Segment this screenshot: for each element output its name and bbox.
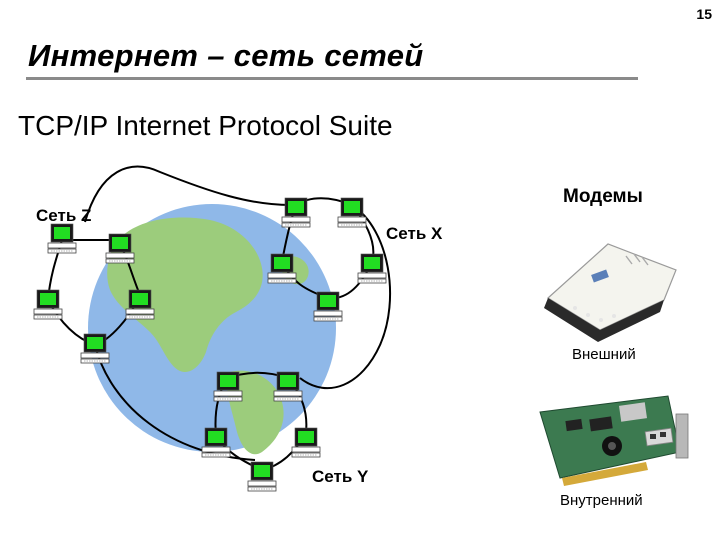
external-modem-caption: Внешний (572, 346, 636, 363)
slide-title: Интернет – сеть сетей (28, 38, 424, 73)
computer-icon (273, 371, 303, 402)
computer-icon (213, 371, 243, 402)
north-america-land (107, 217, 263, 372)
network-z-label: Сеть Z (36, 206, 92, 225)
network-y-label: Сеть Y (312, 467, 369, 486)
page-number: 15 (696, 6, 712, 22)
computer-icon (125, 289, 155, 320)
computer-icon (247, 461, 277, 492)
computer-icon (281, 197, 311, 228)
computer-icon (313, 291, 343, 322)
title-rule (26, 77, 638, 80)
computer-icon (33, 289, 63, 320)
computer-icon (47, 223, 77, 254)
modems-heading: Модемы (563, 186, 643, 207)
external-modem-icon (544, 243, 677, 342)
computer-icon (291, 427, 321, 458)
computer-icon (201, 427, 231, 458)
computer-icon (337, 197, 367, 228)
subtitle: TCP/IP Internet Protocol Suite (18, 110, 393, 141)
internal-modem-caption: Внутренний (560, 492, 643, 509)
internal-modem-icon (539, 395, 689, 486)
computer-icon (80, 333, 110, 364)
computer-icon (267, 253, 297, 284)
network-x-label: Сеть X (386, 224, 443, 243)
computer-icon (105, 233, 135, 264)
computer-icon (357, 253, 387, 284)
